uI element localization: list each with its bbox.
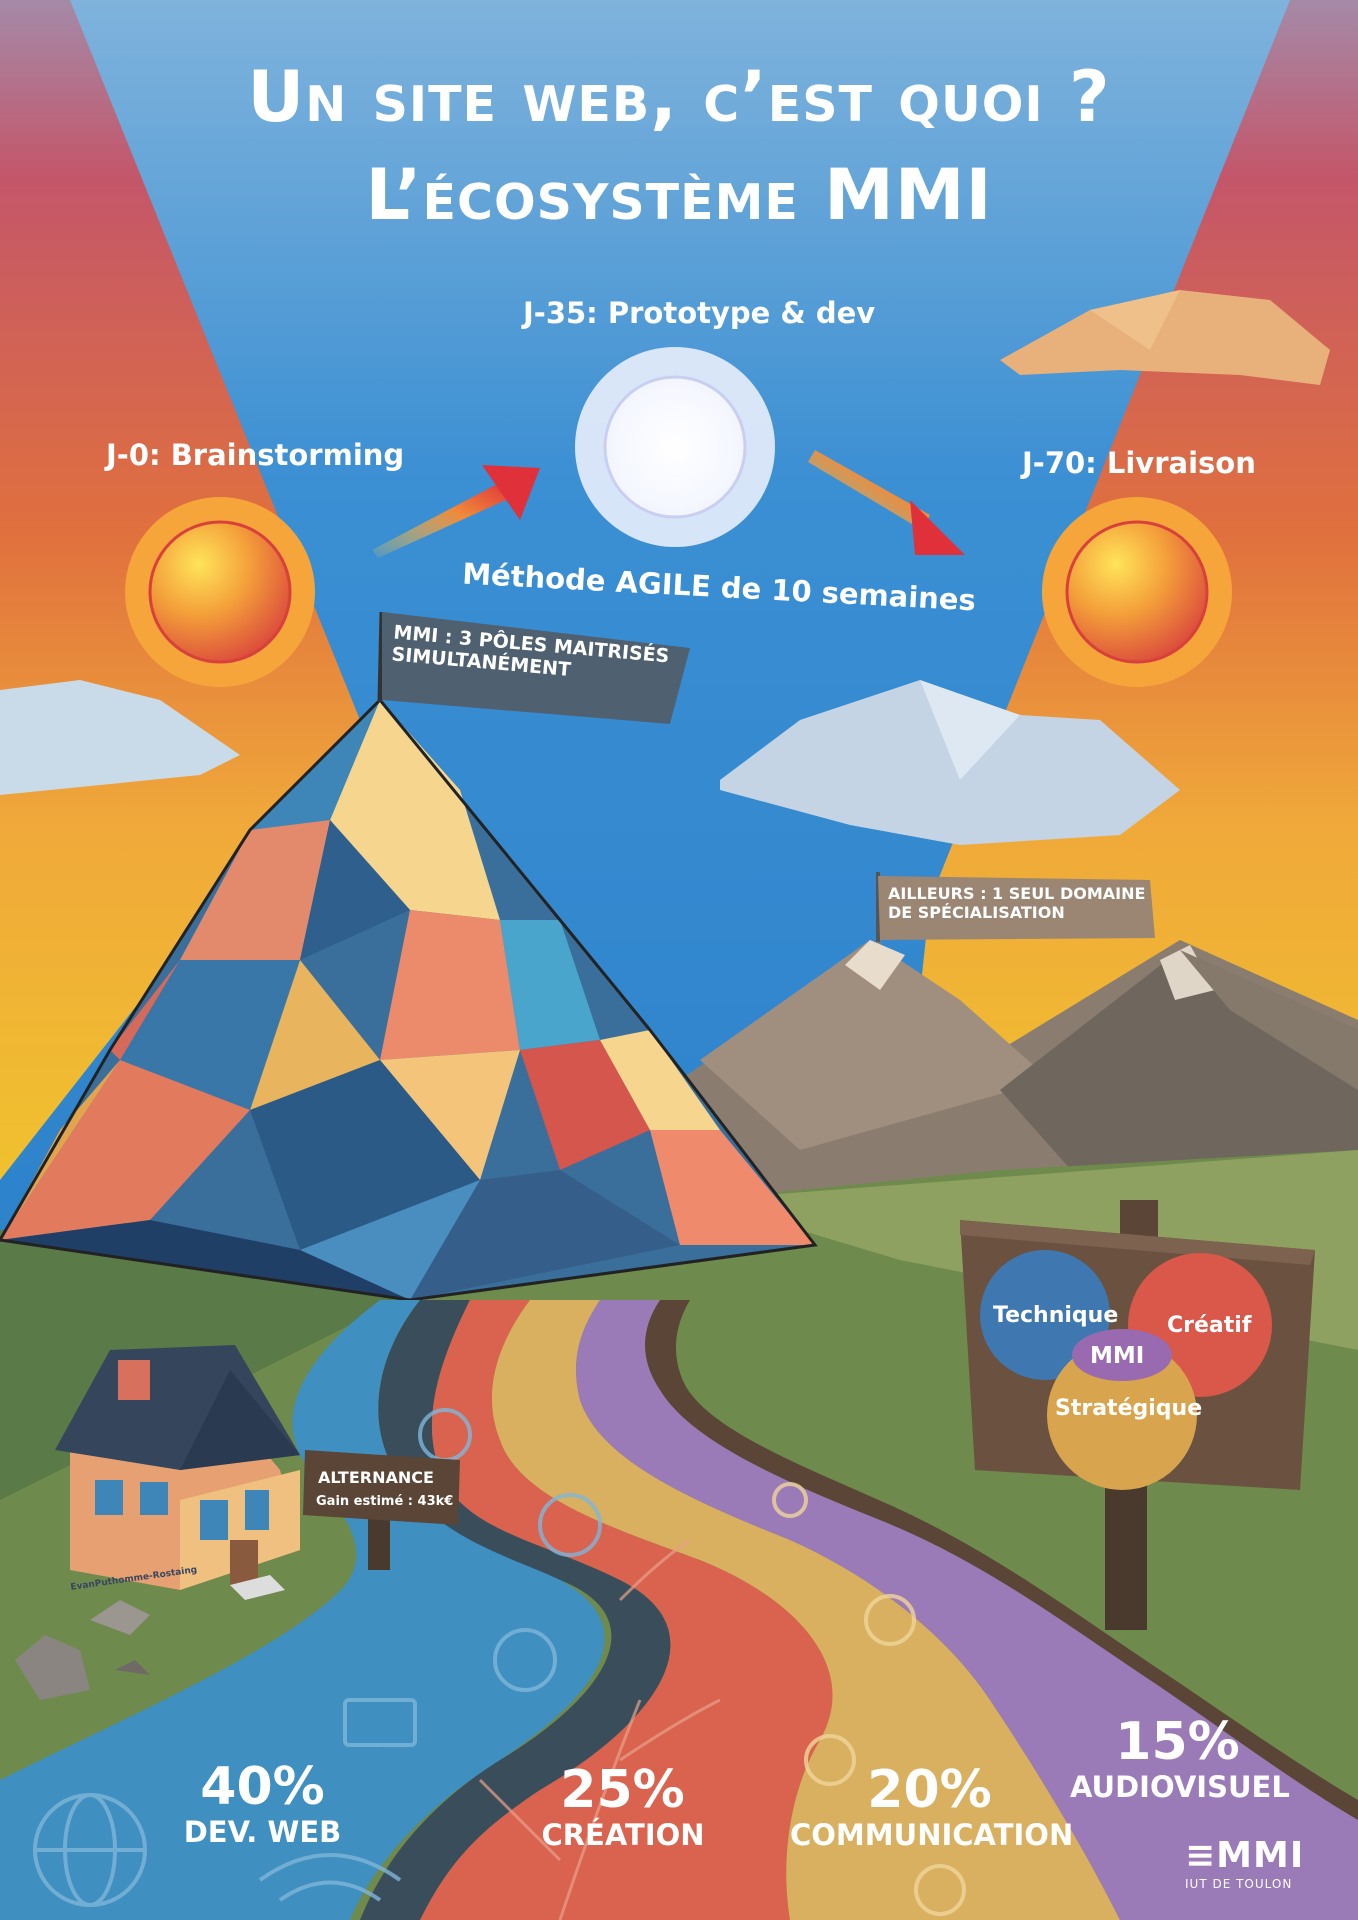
title-line-2: L’écosystème MMI [365,154,993,236]
flag-elsewhere-text: AILLEURS : 1 SEUL DOMAINE DE SPÉCIALISAT… [888,884,1146,922]
stat-devweb-percent: 40% [200,1757,325,1817]
venn-signboard [960,1200,1315,1630]
sun-left [125,497,315,687]
venn-center: MMI [1090,1343,1145,1369]
venn-creatif: Créatif [1167,1313,1252,1338]
title-line-1: Un site web, c’est quoi ? [247,56,1111,138]
logo-subtitle: IUT DE TOULON [1185,1877,1293,1891]
timeline-mid-label: J-35: Prototype & dev [523,296,876,330]
venn-technique: Technique [993,1303,1119,1328]
mmi-logo: ≡MMI IUT DE TOULON [1185,1835,1305,1892]
logo-name: MMI [1216,1835,1305,1876]
stat-devweb-label: DEV. WEB [183,1815,342,1849]
sun-center [575,347,775,547]
mmi-mountain [0,697,818,1302]
sun-right [1042,497,1232,687]
logo-lines-icon: ≡ [1185,1835,1217,1876]
stat-communication-label: COMMUNICATION [790,1818,1074,1852]
stat-communication-percent: 20% [867,1760,992,1820]
timeline-end-label: J-70: Livraison [1022,446,1256,480]
alternance-gain: Gain estimé : 43k€ [316,1494,454,1509]
stat-audiovisuel-percent: 15% [1115,1712,1240,1772]
timeline-start-label: J-0: Brainstorming [106,438,405,472]
house [55,1345,300,1600]
alternance-sign [303,1450,460,1570]
stat-creation-label: CRÉATION [541,1818,705,1852]
stat-creation-percent: 25% [560,1760,685,1820]
venn-strategique: Stratégique [1055,1396,1203,1421]
stat-audiovisuel-label: AUDIOVISUEL [1070,1770,1290,1804]
alternance-title: ALTERNANCE [318,1468,434,1487]
